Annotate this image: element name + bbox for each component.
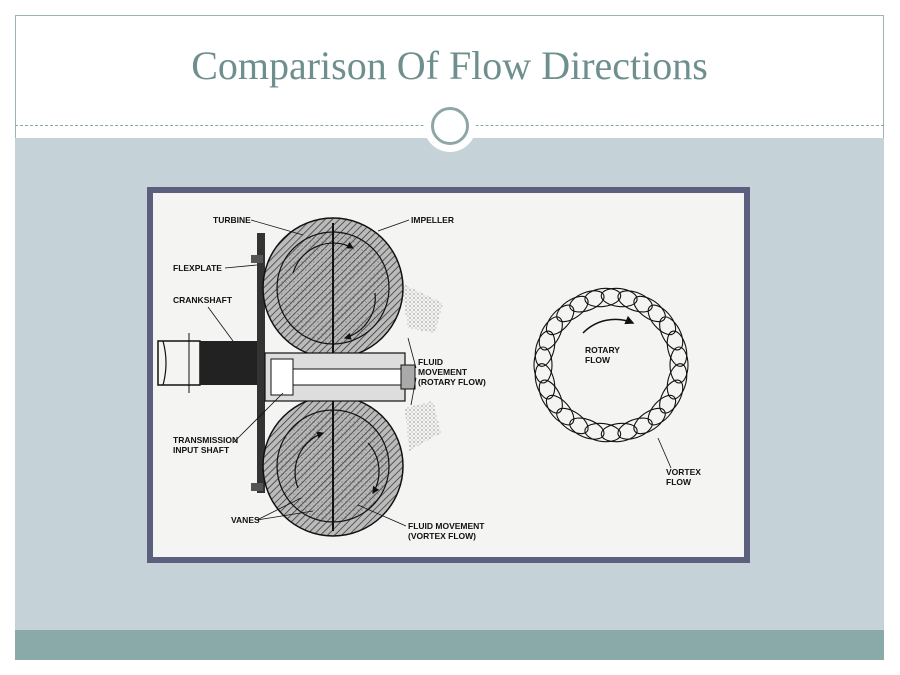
label-vortex-flow-1: VORTEX	[666, 467, 701, 477]
circle-ornament-icon	[424, 100, 476, 152]
vortex-coil-loop	[659, 379, 684, 414]
crankshaft-shape	[157, 333, 262, 393]
vortex-coil-loop	[534, 330, 556, 367]
vortex-coil-loop	[633, 295, 666, 323]
label-rotary-flow-1: ROTARY	[585, 345, 620, 355]
vortex-coil-loop	[534, 363, 556, 400]
flexplate-shape	[257, 233, 265, 493]
vortex-coil-loop	[666, 330, 688, 367]
figure-image: TURBINE FLEXPLATE CRANKSHAFT TRANSMISSIO…	[153, 193, 744, 557]
label-turbine: TURBINE	[213, 215, 251, 225]
footer-band	[15, 630, 884, 660]
vortex-coil-loop	[556, 295, 589, 323]
figure-frame: TURBINE FLEXPLATE CRANKSHAFT TRANSMISSIO…	[147, 187, 750, 563]
vortex-coil-loop	[556, 407, 589, 435]
vortex-coil-loop	[647, 304, 677, 336]
label-fluid-rotary-2: MOVEMENT	[418, 367, 468, 377]
vortex-coil-loop	[600, 422, 638, 443]
vortex-coil-loop	[666, 363, 688, 400]
label-rotary-flow-2: FLOW	[585, 355, 611, 365]
label-fluid-rotary-1: FLUID	[418, 357, 443, 367]
vortex-coil-loop	[584, 287, 622, 308]
slide-title: Comparison Of Flow Directions	[191, 43, 708, 88]
vortex-coil-loop	[633, 407, 666, 435]
vortex-coil-loop	[569, 290, 605, 313]
label-input-shaft-2: INPUT SHAFT	[173, 445, 230, 455]
vortex-coil-loop	[617, 417, 653, 440]
label-vortex-flow-2: FLOW	[666, 477, 692, 487]
vortex-ring-diagram	[533, 287, 689, 443]
vortex-coil-loop	[569, 417, 605, 440]
lower-torus	[262, 395, 404, 537]
vortex-coil-loop	[533, 346, 553, 384]
vortex-coil-loop	[600, 287, 638, 308]
vortex-coil-loop	[617, 290, 653, 313]
label-fluid-vortex-1: FLUID MOVEMENT	[408, 521, 485, 531]
label-vanes: VANES	[231, 515, 260, 525]
vortex-coil-loop	[538, 379, 563, 414]
torque-converter-diagram: TURBINE FLEXPLATE CRANKSHAFT TRANSMISSIO…	[157, 215, 701, 541]
label-flexplate: FLEXPLATE	[173, 263, 222, 273]
label-input-shaft-1: TRANSMISSION	[173, 435, 238, 445]
vortex-coil-loop	[545, 394, 575, 426]
label-fluid-rotary-3: (ROTARY FLOW)	[418, 377, 486, 387]
input-shaft-shape	[264, 352, 416, 402]
vortex-coil-loop	[584, 422, 622, 443]
vortex-coil-loop	[647, 394, 677, 426]
label-impeller: IMPELLER	[411, 215, 454, 225]
upper-torus	[262, 217, 404, 359]
vortex-coil-loop	[669, 346, 689, 384]
label-fluid-vortex-2: (VORTEX FLOW)	[408, 531, 476, 541]
vortex-coil-loop	[545, 304, 575, 336]
vortex-coil-loop	[659, 316, 684, 351]
vortex-coil-loop	[538, 316, 563, 351]
label-crankshaft: CRANKSHAFT	[173, 295, 233, 305]
